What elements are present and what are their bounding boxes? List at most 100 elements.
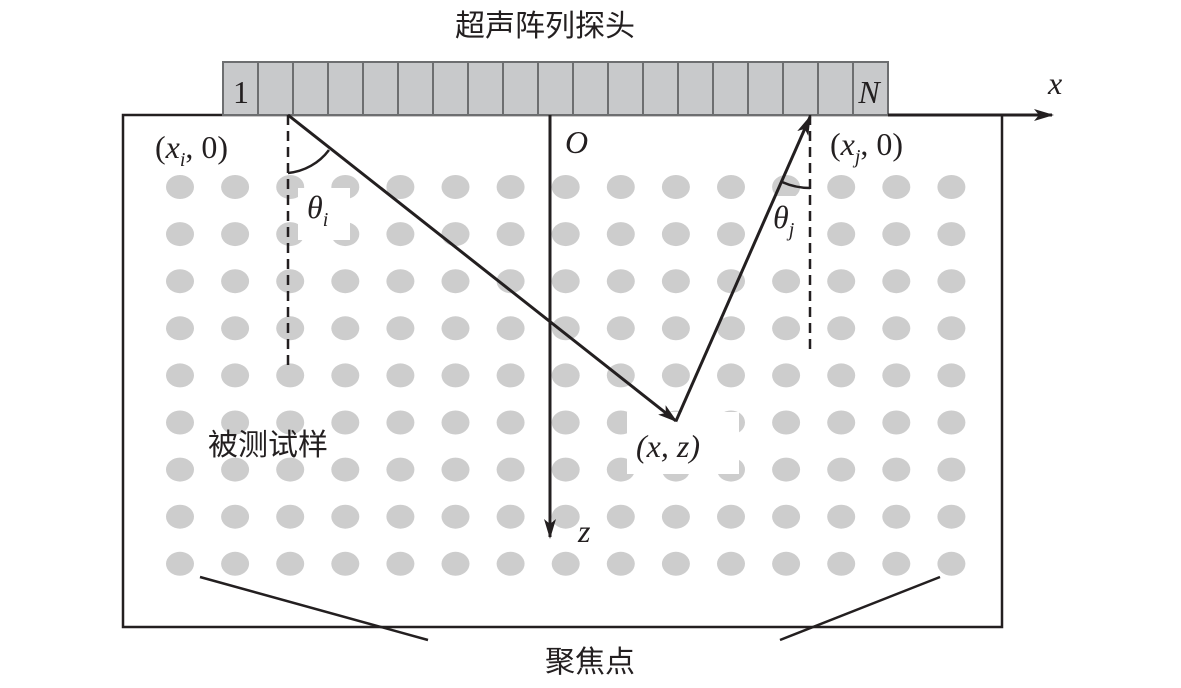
focus-point (551, 363, 580, 388)
probe-element (817, 61, 854, 116)
focus-point (937, 457, 966, 482)
focus-point (661, 504, 690, 529)
probe-element (642, 61, 679, 116)
focus-point (551, 410, 580, 435)
focus-point (551, 175, 580, 199)
focus-point (827, 269, 856, 294)
probe-element (292, 61, 329, 116)
focus-point (166, 269, 194, 294)
focus-point (606, 175, 635, 199)
focus-point (496, 175, 525, 199)
focus-point (606, 551, 635, 576)
focus-point (276, 316, 305, 341)
focus-point (661, 363, 690, 388)
probe-element (537, 61, 574, 116)
focus-point (827, 363, 856, 388)
focus-point (386, 175, 415, 199)
focus-point (386, 363, 415, 388)
focus-point (661, 316, 690, 341)
focus-point (221, 363, 250, 388)
focus-point (772, 551, 801, 576)
focus-point (496, 457, 525, 482)
probe-element-last-label: N (857, 74, 881, 110)
focus-point (496, 410, 525, 435)
focus-point (772, 175, 801, 199)
focus-point (166, 551, 194, 576)
focus-point (717, 316, 745, 341)
focus-point (386, 222, 415, 247)
focus-point (496, 363, 525, 388)
label-mask (298, 188, 350, 240)
focus-point (221, 222, 250, 247)
focus-point (551, 457, 580, 482)
focus-point (937, 222, 966, 247)
focus-point (717, 175, 745, 199)
probe-element (677, 61, 714, 116)
focus-point (386, 504, 415, 529)
focus-point (331, 316, 360, 341)
focus-point (166, 410, 194, 435)
theta-j-label: θj (773, 199, 795, 241)
focus-point (937, 504, 966, 529)
receive-point-label: (xj, 0) (830, 126, 903, 168)
focus-point (221, 175, 250, 199)
focus-point (551, 316, 580, 341)
focus-point-label: (x, z) (636, 428, 700, 464)
probe-element-first-label: 1 (233, 74, 249, 110)
focus-point (276, 175, 305, 199)
x-axis-label: x (1047, 65, 1062, 101)
focus-point (661, 551, 690, 576)
focus-point (882, 551, 911, 576)
probe-element (257, 61, 294, 116)
probe-element (712, 61, 749, 116)
angle-arc-i (287, 149, 331, 175)
probe-element (852, 61, 889, 116)
focus-point (606, 316, 635, 341)
focus-point (882, 457, 911, 482)
focus-point (661, 269, 690, 294)
receive-ray (674, 115, 812, 422)
focus-point-grid (166, 175, 966, 576)
focus-point (827, 504, 856, 529)
probe-element (747, 61, 784, 116)
focus-point (937, 175, 966, 199)
focus-point (496, 222, 525, 247)
focus-point (827, 410, 856, 435)
focus-point (772, 269, 801, 294)
probe-element (327, 61, 364, 116)
probe-element (607, 61, 644, 116)
focus-point (717, 269, 745, 294)
focus-point (221, 551, 250, 576)
focus-point (882, 269, 911, 294)
focus-point (441, 551, 470, 576)
focus-point (882, 504, 911, 529)
focus-point (166, 457, 194, 482)
focus-point (331, 504, 360, 529)
focus-point (937, 363, 966, 388)
focus-point (551, 222, 580, 247)
focus-point (717, 222, 745, 247)
focus-point (221, 269, 250, 294)
focus-point (276, 410, 305, 435)
angle-arc-j (781, 180, 811, 190)
focus-point (882, 316, 911, 341)
focus-point (496, 269, 525, 294)
focus-point (937, 551, 966, 576)
focus-point (827, 222, 856, 247)
probe-element (572, 61, 609, 116)
focus-point (331, 457, 360, 482)
focus-point (221, 410, 250, 435)
focus-point (772, 457, 801, 482)
focus-point (441, 316, 470, 341)
focus-point (882, 410, 911, 435)
origin-label: O (565, 124, 588, 160)
focus-point (386, 269, 415, 294)
focus-point (827, 175, 856, 199)
focus-point (276, 504, 305, 529)
transmit-ray (287, 113, 678, 423)
focus-point (606, 222, 635, 247)
focus-point (661, 175, 690, 199)
probe-element (782, 61, 819, 116)
focus-point (551, 551, 580, 576)
